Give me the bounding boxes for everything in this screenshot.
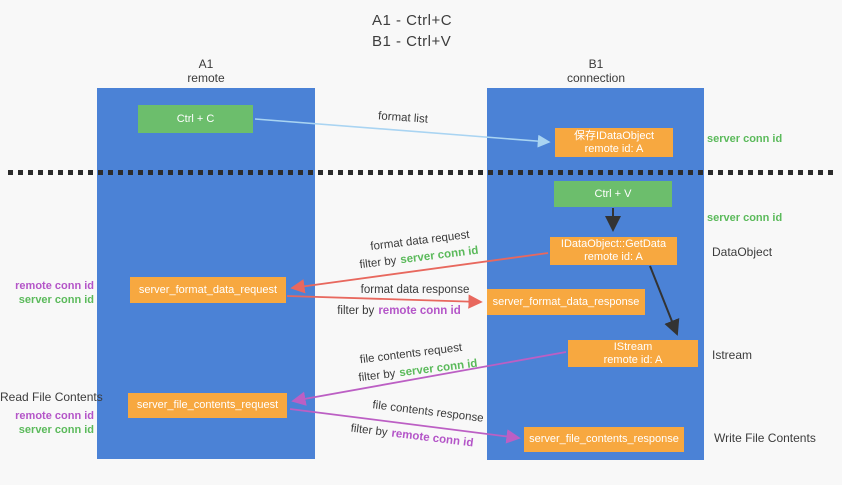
remote-conn-id-inline: remote conn id (378, 305, 461, 317)
read-file-contents-label: Read File Contents (0, 390, 103, 404)
write-file-contents-label: Write File Contents (714, 431, 816, 445)
file-contents-response-label: file contents response (371, 399, 485, 425)
filter-by-word: filter by (357, 367, 397, 385)
istream-line1: IStream (613, 340, 653, 353)
filter-by-word: filter by (349, 422, 389, 439)
lifeline-a1-name: A1 (198, 57, 214, 71)
save-dataobject-box: 保存IDataObject remote id: A (555, 128, 673, 157)
format-data-response-label: format data response (360, 284, 470, 296)
ctrl-c-label: Ctrl + C (176, 112, 215, 125)
server-format-data-response-box: server_format_data_response (487, 289, 645, 315)
dataobject-label: DataObject (712, 245, 773, 259)
ctrl-v-label: Ctrl + V (594, 187, 632, 200)
remote-conn-id-inline: remote conn id (390, 427, 475, 450)
server-file-contents-request-label: server_file_contents_request (136, 399, 279, 411)
format-list-label: format list (377, 110, 429, 126)
server-conn-id-left-top: server conn id (18, 294, 94, 306)
server-file-contents-response-label: server_file_contents_response (529, 433, 679, 445)
title-line-2: B1 - Ctrl+V (372, 33, 452, 50)
getdata-box: IDataObject::GetData remote id: A (550, 237, 677, 265)
server-conn-id-right-top: server conn id (707, 133, 783, 145)
filter-by-word: filter by (337, 305, 375, 317)
istream-side-label: Istream (712, 348, 753, 362)
title-line-1: A1 - Ctrl+C (372, 12, 453, 29)
server-format-data-response-label: server_format_data_response (492, 295, 640, 308)
phase-separator-dotted-line (8, 170, 835, 175)
server-file-contents-response-box: server_file_contents_response (524, 427, 684, 452)
save-dataobject-line1: 保存IDataObject (573, 129, 655, 142)
server-format-data-request-box: server_format_data_request (130, 277, 286, 303)
remote-conn-id-left-bottom: remote conn id (15, 410, 94, 422)
ctrl-c-box: Ctrl + C (138, 105, 253, 133)
lifeline-b1-role: connection (566, 71, 626, 85)
save-dataobject-line2: remote id: A (584, 142, 644, 155)
getdata-line1: IDataObject::GetData (560, 238, 667, 250)
lifeline-b1-name: B1 (588, 57, 604, 71)
server-file-contents-request-box: server_file_contents_request (128, 393, 287, 418)
lifeline-header-a1: A1 remote (146, 57, 266, 85)
server-conn-id-right-mid: server conn id (707, 212, 783, 224)
ctrl-v-box: Ctrl + V (554, 181, 672, 207)
remote-conn-id-left-top: remote conn id (15, 280, 94, 292)
diagram-title: A1 - Ctrl+C B1 - Ctrl+V (372, 10, 452, 52)
server-conn-id-left-bottom: server conn id (18, 424, 94, 436)
lifeline-header-b1: B1 connection (536, 57, 656, 85)
server-conn-id-inline: server conn id (398, 357, 479, 380)
istream-line2: remote id: A (603, 353, 663, 366)
getdata-line2: remote id: A (584, 251, 643, 263)
arrow-format-data-response (286, 294, 483, 309)
lifeline-a1-role: remote (187, 71, 225, 85)
filter-by-word: filter by (358, 254, 398, 272)
istream-box: IStream remote id: A (568, 340, 698, 367)
server-format-data-request-label: server_format_data_request (138, 283, 278, 296)
